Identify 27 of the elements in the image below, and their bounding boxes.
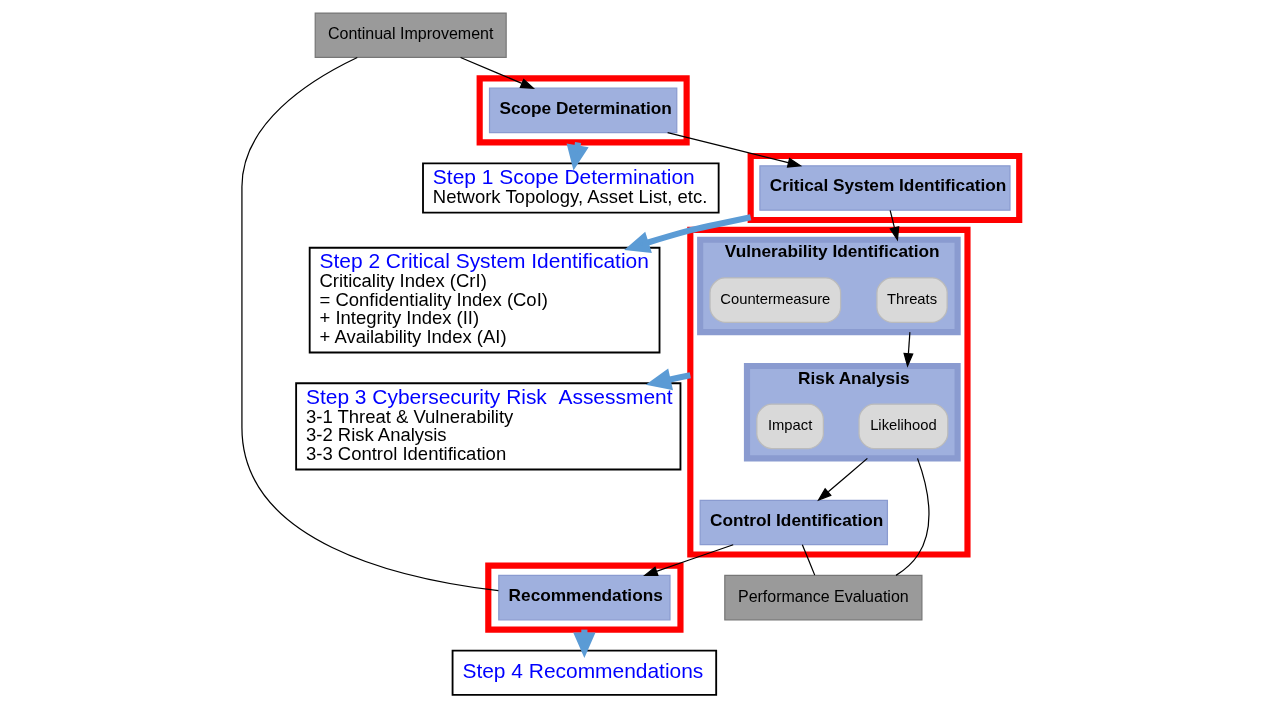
node-box: Threats — [876, 277, 948, 323]
node-box: Critical System Identification — [759, 165, 1011, 211]
node-box: Step 4 Recommendations — [451, 649, 718, 696]
arrow — [889, 209, 900, 242]
cluster — [485, 562, 684, 633]
node-box: Step 2 Critical System Identification Criticality Index (CrI) = Confidentiality Index (CoI) + Integrity Index (II) + Availability Index (AI) — [308, 246, 661, 354]
node-box: Likelihood — [858, 403, 949, 450]
arrow — [624, 214, 752, 253]
node-box: Continual Improvement — [314, 12, 507, 59]
cluster — [747, 152, 1023, 224]
connector — [895, 457, 930, 576]
node-box: Impact — [756, 403, 824, 450]
arrow — [817, 457, 868, 502]
arrow — [667, 132, 803, 168]
arrow — [459, 56, 536, 89]
node-box: Scope Determination — [488, 87, 678, 134]
node-box: Step 3 Cybersecurity Risk Assessment 3-1 Threat & Vulnerability 3-2 Risk Analysis 3-3 Control Identification — [295, 382, 682, 471]
node-box: Control Identification — [699, 499, 889, 546]
node-box: Step 1 Scope Determination Network Topology, Asset List, etc. — [422, 162, 720, 214]
connector — [241, 56, 500, 592]
arrow — [903, 331, 914, 368]
connector — [801, 544, 816, 576]
arrow — [643, 544, 734, 577]
node-box: Performance Evaluation — [724, 574, 923, 621]
arrow — [645, 368, 691, 391]
node-box: Countermeasure — [709, 277, 842, 323]
node-box: Recommendations — [498, 574, 671, 621]
